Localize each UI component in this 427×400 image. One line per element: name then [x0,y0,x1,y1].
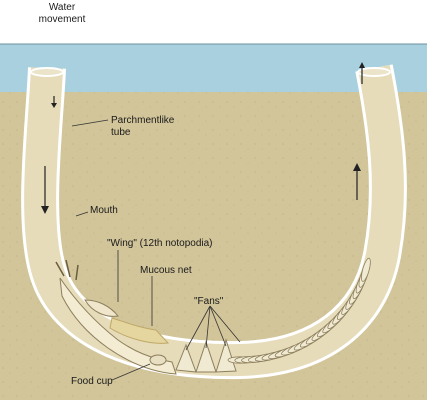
arrow-down-top-left-head [51,103,57,108]
mouth-label: Mouth [90,205,118,216]
water-layer [0,44,427,92]
leader-fan-2 [205,305,211,349]
fan-3 [215,338,237,373]
tube-opening-right [357,67,391,77]
arrow-down-left-head [41,206,49,214]
fan-2 [195,340,217,373]
fans-label: "Fans" [194,296,224,307]
sky-area [0,0,427,44]
flow-arrows [41,62,365,214]
leader-mouth [75,211,89,217]
food-cup-shape [149,354,167,366]
mucous-net-label: Mucous net [140,265,192,276]
fan-1 [175,343,197,373]
worm-fans [175,338,237,373]
worm-body [55,259,177,375]
leader-fan-3 [209,305,227,347]
leader-fan-1 [185,305,211,351]
worm-posterior-segments [227,257,371,364]
arrow-up-right-head [353,163,361,171]
tube-label: Parchmentlike tube [111,115,175,138]
tube-opening-left [30,67,64,77]
leader-fan-4 [209,305,241,343]
arrow-up-top-right-head [359,62,365,68]
mucous-net [109,317,170,344]
worm-segment [361,257,371,282]
leader-lines [71,119,241,381]
water-movement-label: Water movement [38,2,86,25]
food-cup-label: Food cup [71,376,113,387]
worm-tentacles [55,259,79,281]
leader-food-cup [111,363,151,381]
leader-tube [71,119,109,127]
worm-wing [84,299,119,317]
wing-label: "Wing" (12th notopodia) [107,238,213,249]
worm-anterior [59,277,177,375]
